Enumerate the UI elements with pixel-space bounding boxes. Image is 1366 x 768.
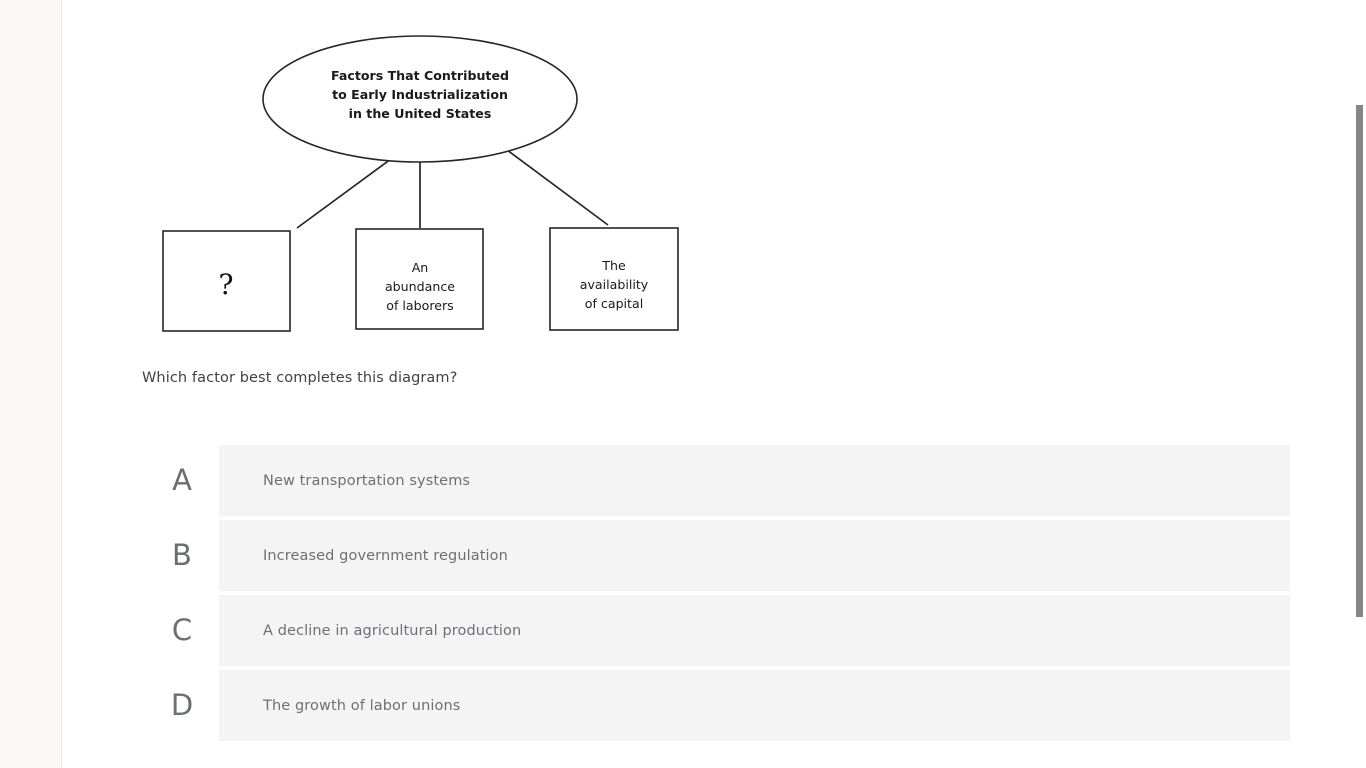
diagram-box-laborers <box>355 228 484 330</box>
capital-line-1: The <box>601 258 626 273</box>
left-rail <box>0 0 62 768</box>
connector-line-right <box>498 143 609 226</box>
center-label-line-3: in the United States <box>349 106 492 121</box>
answer-option-b-text: Increased government regulation <box>263 547 508 564</box>
page-scrollbar-track[interactable] <box>1356 0 1365 768</box>
answer-option-c[interactable]: C A decline in agricultural production <box>145 595 1290 666</box>
capital-line-2: availability <box>580 277 649 292</box>
diagram-svg: Factors That Contributed to Early Indust… <box>162 35 679 332</box>
diagram-box-capital <box>549 227 679 331</box>
answer-option-a[interactable]: A New transportation systems <box>145 445 1290 516</box>
factors-diagram: Factors That Contributed to Early Indust… <box>142 14 782 344</box>
answer-option-d-letter: D <box>145 670 219 741</box>
content-area: Factors That Contributed to Early Indust… <box>63 0 1366 768</box>
answer-option-a-text: New transportation systems <box>263 472 471 489</box>
center-label-line-2: to Early Industrialization <box>332 87 508 102</box>
center-label-line-1: Factors That Contributed <box>331 68 509 83</box>
answer-option-a-letter: A <box>145 445 219 516</box>
laborers-line-1: An <box>412 260 429 275</box>
question-prompt: Which factor best completes this diagram… <box>142 370 458 386</box>
unknown-question-mark: ? <box>218 268 233 301</box>
diagram-center-ellipse <box>262 35 578 163</box>
answer-option-b[interactable]: B Increased government regulation <box>145 520 1290 591</box>
answer-option-d[interactable]: D The growth of labor unions <box>145 670 1290 741</box>
diagram-box-unknown <box>162 230 291 332</box>
laborers-line-3: of laborers <box>386 298 453 313</box>
answer-option-b-letter: B <box>145 520 219 591</box>
page-scrollbar-thumb[interactable] <box>1356 105 1363 617</box>
answer-option-c-letter: C <box>145 595 219 666</box>
answer-option-c-text: A decline in agricultural production <box>263 622 522 639</box>
answer-options-list: A New transportation systems B Increased… <box>145 445 1290 741</box>
laborers-line-2: abundance <box>385 279 455 294</box>
capital-line-3: of capital <box>585 296 643 311</box>
answer-option-d-text: The growth of labor unions <box>263 697 461 714</box>
